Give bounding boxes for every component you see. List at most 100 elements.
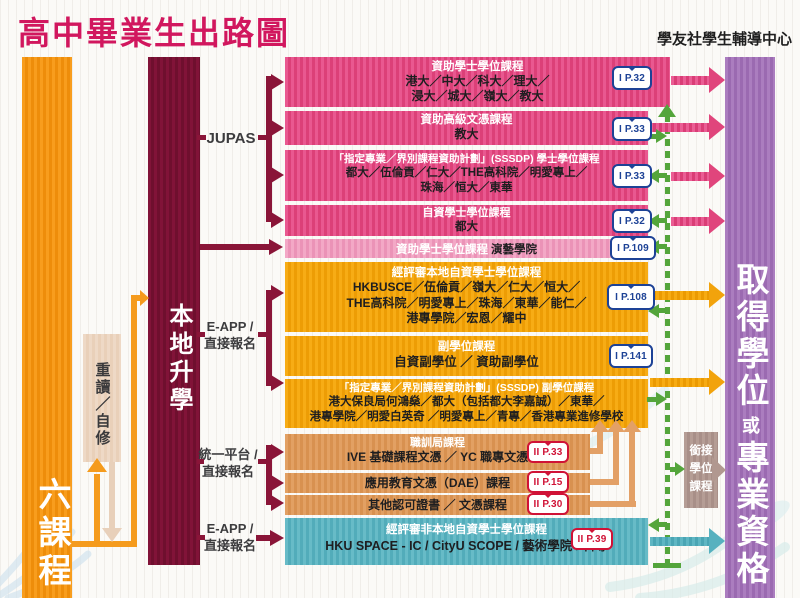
articulation-into-degree-4-stub — [659, 308, 667, 313]
course-other-certificates: 其他認可證書 ／ 文憑課程 — [285, 495, 590, 515]
outcome-arrow-3-head — [709, 163, 725, 189]
repeat-self-study-box: 重讀／自修 — [83, 334, 121, 462]
vtc-up-vertical — [597, 431, 603, 454]
stage-complete-s6-bar: 完成中六課程 — [22, 57, 72, 598]
jupas-arrow-4 — [271, 212, 284, 228]
course-accredited-nonlocal-degree: 經評審非本地自資學士學位課程 HKU SPACE - IC / CityU SC… — [285, 518, 648, 565]
articulation-into-degree-3-stub — [659, 244, 667, 249]
outcome-arrow-1-head — [709, 67, 725, 93]
outcome-arrow-5-shaft — [650, 291, 711, 300]
outcome-label-top: 取得學位 — [732, 262, 769, 410]
course-sssdp-degree: 「指定專業／界別課程資助計劃」(SSSDP) 學士學位課程 都大／伍倫貢／仁大／… — [285, 150, 648, 201]
articulation-line — [665, 115, 670, 565]
repeat-self-study-label: 重讀／自修 — [93, 362, 111, 447]
channel-eapp-bottom: E-APP / 直接報名 — [203, 521, 256, 553]
vtc-up-head — [591, 420, 609, 432]
badge-2p33: II P.33 — [527, 441, 569, 463]
dae-up-horizontal — [590, 479, 619, 485]
s6-loop-horizontal — [72, 541, 132, 547]
course-dae: 應用教育文憑（DAE）課程 — [285, 473, 590, 493]
jupas-arrow-2 — [271, 120, 284, 136]
outcome-arrow-2-shaft — [650, 123, 711, 132]
platform-dash-left — [197, 459, 204, 464]
eapp-top-arrow-1 — [271, 285, 284, 301]
articulation-feed-1-head — [656, 129, 667, 143]
badge-p32: I P.32 — [612, 66, 652, 90]
repeat-down-shaft — [109, 462, 115, 528]
badge-p33b: I P.33 — [612, 164, 652, 188]
badge-2p15: II P.15 — [527, 471, 569, 493]
outcome-label-bottom: 專業資格 — [732, 440, 769, 588]
articulation-into-degree-1-stub — [659, 173, 667, 178]
course-accredited-local-selffinanced-degree: 經評審本地自資學士學位課程 HKBUSCE／伍倫貢／嶺大／仁大／恒大／ THE高… — [285, 262, 648, 332]
cert-up-vertical — [629, 431, 635, 507]
platform-arrow-3 — [271, 495, 284, 511]
badge-p108: I P.108 — [607, 284, 655, 310]
badge-p109: I P.109 — [610, 236, 656, 260]
bridge-out-head — [712, 457, 726, 483]
apa-arrow-head — [269, 239, 283, 255]
stage-complete-s6-label: 完成中六課程 — [34, 477, 71, 591]
outcome-arrow-4-head — [709, 208, 725, 234]
outcome-arrow-2-head — [709, 114, 725, 140]
course-funded-degree: 資助學士學位課程 港大／中大／科大／理大／ 浸大／城大／嶺大／教大 — [285, 57, 670, 107]
outcome-bar: 取得學位 或 專業資格 — [725, 57, 775, 598]
articulation-into-bridge-stub — [670, 467, 676, 472]
dae-up-head — [607, 420, 625, 432]
badge-2p30: II P.30 — [527, 493, 569, 515]
outcome-arrow-3-shaft — [671, 172, 711, 181]
outcome-arrow-1-shaft — [671, 76, 711, 85]
eapp-bottom-shaft — [256, 535, 272, 541]
outcome-arrow-7-shaft — [650, 537, 711, 546]
eapp-top-dash-right — [258, 332, 266, 337]
articulation-up-arrow — [658, 104, 676, 117]
outcome-arrow-4-shaft — [671, 217, 711, 226]
local-study-bar: 本地升學 — [148, 57, 200, 565]
s6-to-local-shaft — [131, 295, 141, 301]
cert-up-head — [623, 420, 641, 432]
course-sssdp-sub-degree: 「指定專業／界別課程資助計劃」(SSSDP) 副學位課程 港大保良局何鴻燊／都大… — [285, 379, 648, 428]
course-sub-degree: 副學位課程 自資副學位 ／ 資助副學位 — [285, 336, 648, 376]
badge-p141: I P.141 — [609, 344, 653, 368]
course-funded-degree-apa: 資助學士學位課程 演藝學院 — [285, 239, 648, 258]
channel-eapp-top: E-APP / 直接報名 — [203, 319, 256, 351]
eapp-bottom-arrow — [270, 530, 284, 546]
jupas-arrow-1 — [271, 74, 284, 90]
outcome-arrow-7-head — [709, 528, 725, 554]
jupas-dash-right — [258, 135, 266, 140]
bridge-degree-label: 銜接學位課程 — [689, 445, 713, 493]
eapp-bottom-dash-left — [197, 535, 205, 540]
eapp-top-branch-line — [266, 290, 272, 386]
articulation-into-degree-5-stub — [659, 522, 667, 527]
repeat-up-shaft — [94, 474, 100, 546]
eapp-top-dash-left — [197, 332, 205, 337]
badge-p32b: I P.32 — [612, 209, 652, 233]
articulation-feed-2-stub — [647, 397, 656, 402]
jupas-branch-line — [266, 76, 272, 222]
page-title: 高中畢業生出路圖 — [18, 15, 291, 51]
articulation-line-endcap — [653, 563, 681, 568]
repeat-up-head — [87, 458, 107, 472]
local-study-label: 本地升學 — [165, 303, 192, 415]
outcome-arrow-6-shaft — [650, 378, 711, 387]
s6-loop-vertical — [131, 295, 137, 547]
outcome-arrow-5-head — [709, 282, 725, 308]
badge-2p39: II P.39 — [571, 528, 613, 550]
badge-p33a: I P.33 — [612, 117, 652, 141]
articulation-into-degree-2 — [648, 214, 659, 228]
platform-arrow-2 — [271, 475, 284, 491]
channel-jupas: JUPAS — [206, 130, 256, 147]
outcome-label-or: 或 — [740, 416, 760, 434]
platform-branch-line — [266, 445, 272, 505]
articulation-into-degree-5 — [648, 518, 659, 532]
course-selffinanced-degree-mu: 自資學士學位課程 都大 — [285, 205, 648, 236]
org-name: 學友社學生輔導中心 — [656, 31, 792, 48]
jupas-arrow-3 — [271, 167, 284, 183]
cert-up-horizontal — [590, 501, 636, 507]
s6-to-local-head — [140, 290, 149, 306]
channel-unified-platform: 統一平台 / 直接報名 — [198, 447, 258, 479]
apa-arrow-shaft — [200, 244, 270, 250]
vtc-up-horizontal — [590, 448, 602, 454]
articulation-feed-2-head — [656, 392, 667, 406]
